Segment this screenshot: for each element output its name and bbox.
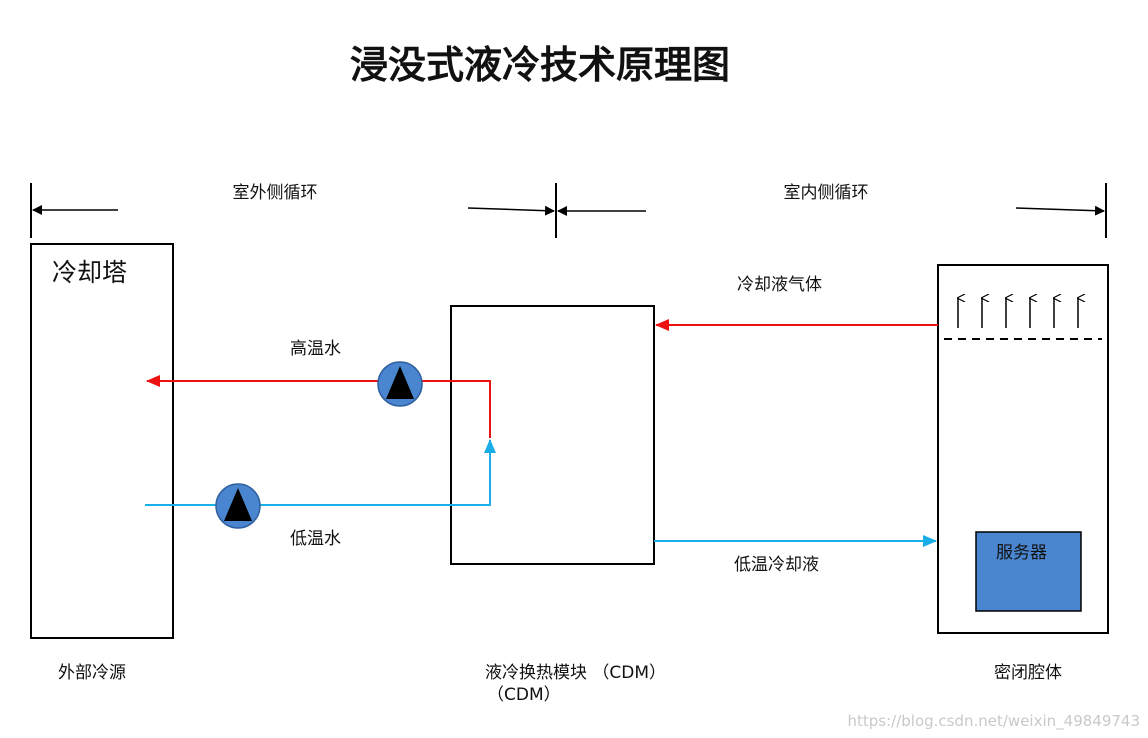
coolant-vapor-label: 冷却液气体 <box>737 275 822 295</box>
vapor-rising-arrows <box>958 298 1078 328</box>
cdm-caption-line1: 液冷换热模块 （CDM） <box>485 663 666 683</box>
sealed-chamber-caption: 密闭腔体 <box>994 663 1062 683</box>
pump-icon <box>215 483 261 529</box>
indoor-loop-label: 室内侧循环 <box>784 183 869 203</box>
high-temp-water-pipe <box>146 375 491 438</box>
watermark: https://blog.csdn.net/weixin_49849743 <box>847 712 1140 731</box>
diagram-title: 浸没式液冷技术原理图 <box>350 43 730 87</box>
external-source-caption: 外部冷源 <box>58 663 126 683</box>
cdm-box <box>450 305 655 565</box>
outdoor-arrow-right <box>467 205 555 216</box>
high-temp-water-label: 高温水 <box>290 339 341 359</box>
cdm-caption-line2: （CDM） <box>487 685 561 705</box>
low-temp-coolant-label: 低温冷却液 <box>734 555 819 575</box>
cooling-tower-box <box>30 243 174 639</box>
section-dividers <box>30 183 1107 238</box>
pump-icon <box>377 361 423 407</box>
server-box <box>975 531 1082 612</box>
server-label: 服务器 <box>996 543 1047 563</box>
cooling-tower-label: 冷却塔 <box>52 258 127 287</box>
indoor-arrow-right <box>1015 205 1105 216</box>
low-temp-water-pipe <box>145 439 496 506</box>
section-arrows <box>32 205 1105 216</box>
outdoor-loop-label: 室外侧循环 <box>233 183 318 203</box>
low-temp-water-label: 低温水 <box>290 529 341 549</box>
